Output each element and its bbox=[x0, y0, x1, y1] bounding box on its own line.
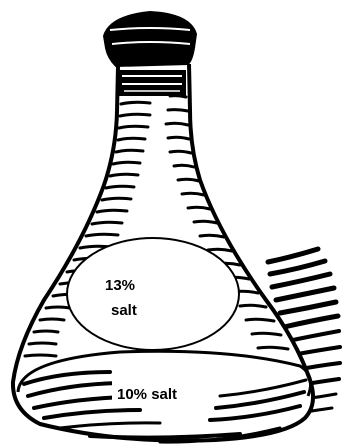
inner-region-label-line1: 13% bbox=[105, 277, 135, 294]
outer-region-label: 10% salt bbox=[117, 386, 177, 403]
inner-region-oval bbox=[67, 238, 239, 350]
inner-region-label-line2: salt bbox=[111, 302, 137, 319]
